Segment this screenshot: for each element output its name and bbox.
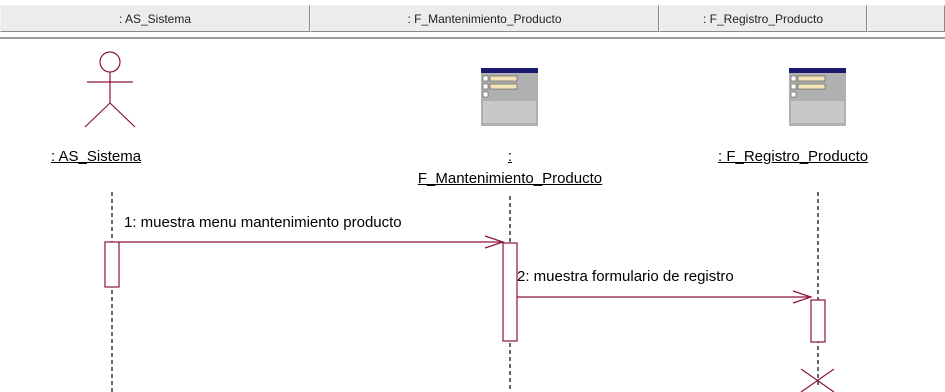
message-1-label[interactable]: 1: muestra menu mantenimiento producto [124,214,402,231]
boundary-form-icon[interactable] [481,68,538,126]
boundary-form-icon[interactable] [789,68,846,126]
actor-stick-figure-icon[interactable] [84,51,136,128]
header-cell-actor[interactable]: : AS_Sistema [0,5,310,32]
form1-label-name[interactable]: F_Mantenimiento_Producto [417,170,603,187]
message-2-arrow[interactable] [517,290,813,304]
actor-label[interactable]: : AS_Sistema [51,148,142,165]
header-cell-empty [867,5,945,32]
activation-form1[interactable] [502,242,518,342]
form1-label-colon[interactable]: : [507,148,513,165]
destroy-x-icon [800,368,835,392]
header-bar: : AS_Sistema : F_Mantenimiento_Producto … [0,0,945,39]
form2-label[interactable]: : F_Registro_Producto [718,148,869,165]
header-cell-form2[interactable]: : F_Registro_Producto [659,5,867,32]
message-2-label[interactable]: 2: muestra formulario de registro [517,268,734,285]
message-1-arrow[interactable] [119,235,505,249]
header-cell-form1[interactable]: : F_Mantenimiento_Producto [310,5,659,32]
activation-actor[interactable] [104,241,120,288]
activation-form2[interactable] [810,299,826,343]
